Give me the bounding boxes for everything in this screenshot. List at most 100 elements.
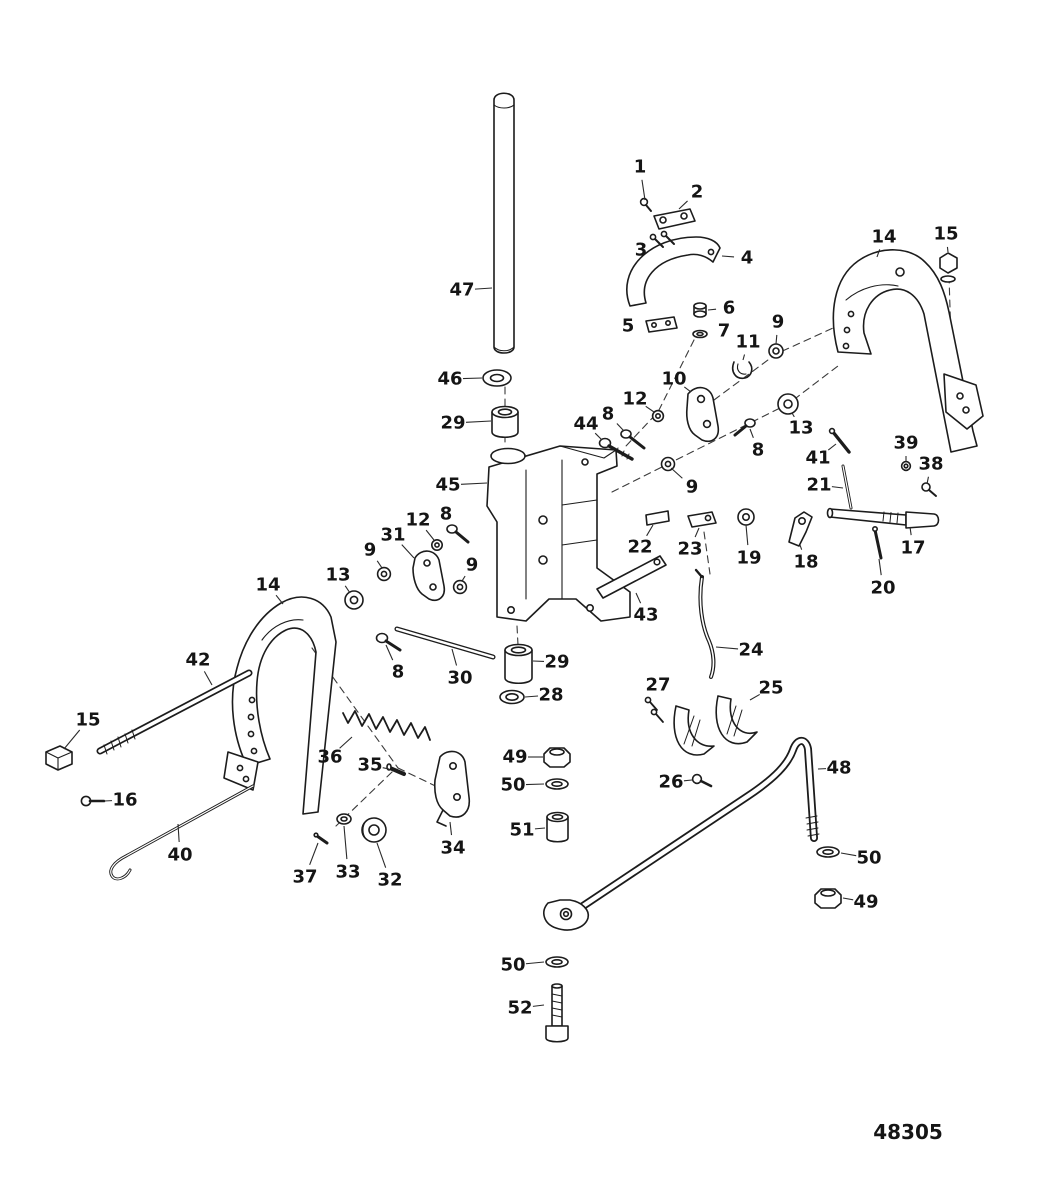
leader-line-41 (827, 443, 837, 451)
leader-line-12 (425, 529, 435, 541)
part-45-swivel-bracket (486, 445, 631, 622)
leader-line-8 (749, 428, 754, 439)
part-9-locknut-c (376, 566, 392, 582)
diagram-artwork (45, 92, 984, 1043)
callout-33: 33 (335, 862, 360, 883)
part-9-locknut-b (660, 456, 676, 472)
part-4-retainer (626, 236, 721, 307)
part-27-screws (644, 696, 664, 723)
leader-line-6 (707, 308, 717, 311)
part-8-bolt-c (446, 524, 470, 544)
leader-line-44 (594, 432, 603, 441)
callout-8: 8 (752, 440, 765, 461)
part-31-bracket (412, 550, 446, 602)
leader-line-29 (465, 420, 492, 423)
callout-1: 1 (634, 157, 647, 178)
part-48-tilt-stop-rod (543, 736, 820, 931)
leader-line-47 (474, 287, 493, 290)
part-15-clamp-nut-right (939, 252, 958, 283)
callout-44: 44 (573, 414, 598, 435)
callout-2: 2 (691, 182, 704, 203)
part-19-washer (737, 508, 755, 526)
part-26-bolt (691, 773, 713, 788)
leader-line-35 (382, 767, 390, 770)
part-46-washer (482, 369, 512, 387)
part-20-pin (871, 525, 883, 560)
leader-line-9 (670, 467, 683, 479)
part-18-lever (788, 511, 813, 547)
part-49-locknut-a (543, 747, 571, 768)
part-12-nut-a (651, 409, 665, 423)
leader-line-19 (745, 524, 749, 546)
leader-line-25 (749, 693, 760, 701)
callout-45: 45 (435, 475, 460, 496)
leader-line-24 (715, 646, 739, 650)
part-38-screw (921, 482, 937, 497)
leader-line-11 (742, 354, 746, 361)
part-13-grommet-a (777, 393, 799, 415)
leader-line-2 (678, 200, 688, 210)
leader-line-50 (525, 783, 545, 786)
part-6-nut (693, 302, 707, 318)
part-14-clamp-pad-right (943, 373, 984, 430)
leader-line-28 (524, 695, 539, 698)
callout-8: 8 (392, 662, 405, 683)
callout-30: 30 (447, 668, 472, 689)
leader-line-4 (721, 255, 735, 258)
callout-29: 29 (544, 652, 569, 673)
leader-line-15 (63, 729, 81, 750)
leader-line-9 (775, 334, 778, 345)
leader-line-49 (842, 897, 854, 901)
part-17-tilt-shaft (826, 507, 940, 529)
leader-line-21 (831, 486, 844, 489)
part-51-spacer (546, 811, 569, 843)
leader-line-43 (635, 592, 642, 604)
callout-9: 9 (686, 477, 699, 498)
leader-line-8 (385, 644, 394, 661)
callout-19: 19 (736, 548, 761, 569)
callout-40: 40 (167, 845, 192, 866)
part-32-grommet (361, 817, 387, 843)
part-50-washer-a (545, 778, 569, 790)
callout-48: 48 (826, 758, 851, 779)
callout-14: 14 (255, 575, 280, 596)
part-9-locknut-d (452, 579, 468, 595)
leader-line-14 (275, 594, 284, 605)
part-3-screws (649, 230, 675, 248)
callout-38: 38 (918, 454, 943, 475)
part-36-spring (342, 710, 431, 741)
leader-line-20 (878, 558, 882, 576)
callout-8: 8 (440, 504, 453, 525)
callout-35: 35 (357, 755, 382, 776)
callout-25: 25 (758, 678, 783, 699)
callout-14: 14 (871, 227, 896, 248)
callout-32: 32 (377, 870, 402, 891)
leader-line-34 (449, 821, 453, 836)
leader-line-9 (461, 575, 466, 582)
callout-9: 9 (364, 540, 377, 561)
callout-16: 16 (112, 790, 137, 811)
leader-line-50 (525, 961, 545, 965)
part-34-bracket (433, 750, 471, 827)
callout-10: 10 (661, 369, 686, 390)
leader-line-23 (694, 527, 700, 538)
part-49-locknut-b (814, 888, 842, 909)
leader-line-13 (344, 585, 351, 594)
leader-line-10 (683, 386, 692, 393)
callout-37: 37 (292, 867, 317, 888)
callout-49: 49 (853, 892, 878, 913)
part-37-pin (313, 832, 329, 845)
part-13-grommet-b (344, 590, 364, 610)
part-41-pin (828, 427, 851, 454)
leader-line-12 (645, 405, 655, 413)
part-50-washer-c (545, 956, 569, 968)
callout-9: 9 (466, 555, 479, 576)
part-44-bolt (598, 437, 634, 461)
leader-line-40 (177, 823, 180, 843)
callout-47: 47 (449, 280, 474, 301)
callout-12: 12 (622, 389, 647, 410)
part-7-washer (692, 329, 708, 339)
part-24-rod (694, 568, 716, 679)
